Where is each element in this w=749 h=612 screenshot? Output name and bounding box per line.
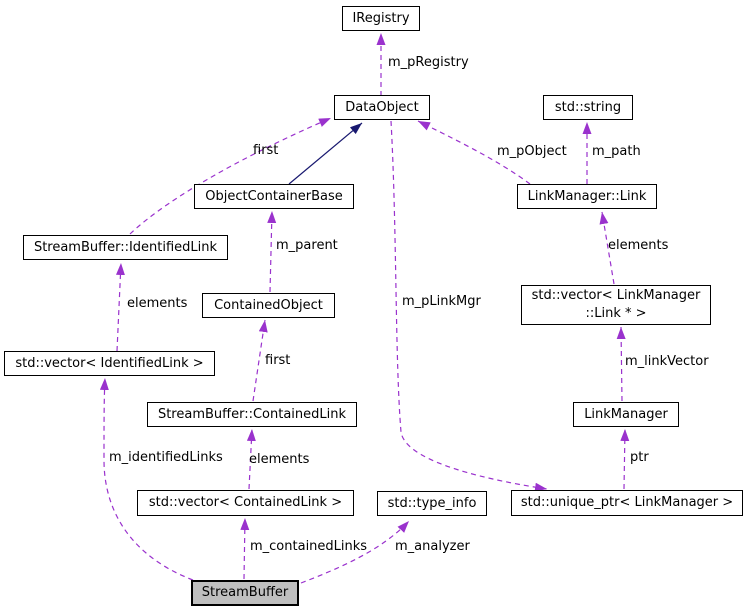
edge-label-m_linkVector: m_linkVector [625, 354, 709, 369]
edge-m_parent [267, 210, 277, 293]
edge-m_identifiedLinks [99, 377, 194, 581]
class-node-linkmanager-link[interactable]: LinkManager::Link [517, 184, 657, 209]
edge-label-m_path: m_path [592, 144, 641, 159]
edge-first-containedobject [252, 319, 268, 402]
class-node-std-type-info[interactable]: std::type_info [377, 491, 487, 516]
edge-elements-identifiedlink [115, 262, 125, 352]
edge-ptr [620, 428, 630, 490]
edge-label-elements-link: elements [608, 238, 669, 253]
edge-label-ptr: ptr [630, 450, 649, 465]
class-node-streambuffer-current: StreamBuffer [191, 580, 299, 606]
edge-m_pLinkMgr [390, 120, 548, 492]
edge-label-m_pObject: m_pObject [497, 144, 567, 159]
class-node-std-string[interactable]: std::string [543, 95, 633, 120]
edge-label-first-identifiedlink: first [253, 143, 279, 158]
edge-inheritance-objectcontainerbase-dataobject [288, 122, 363, 185]
edge-elements-containedlink [246, 428, 256, 490]
edge-m_analyzer [300, 520, 410, 584]
edge-label-m_identifiedLinks: m_identifiedLinks [109, 450, 223, 465]
edge-label-m_containedLinks: m_containedLinks [250, 539, 368, 554]
class-node-dataobject[interactable]: DataObject [334, 95, 430, 120]
edge-label-m_pLinkMgr: m_pLinkMgr [402, 294, 481, 309]
class-node-streambuffer-containedlink[interactable]: StreamBuffer::ContainedLink [147, 402, 357, 427]
class-node-streambuffer-identifiedlink[interactable]: StreamBuffer::IdentifiedLink [23, 235, 228, 260]
edge-label-m_analyzer: m_analyzer [395, 539, 470, 554]
edge-m_pObject [417, 120, 531, 185]
class-node-linkmanager[interactable]: LinkManager [573, 402, 679, 427]
edge-m_containedLinks [240, 517, 250, 580]
class-node-vector-containedlink[interactable]: std::vector< ContainedLink > [137, 490, 354, 516]
edge-label-elements-containedlink: elements [249, 452, 310, 467]
edge-label-first-containedobject: first [265, 353, 291, 368]
class-node-containedobject[interactable]: ContainedObject [202, 293, 335, 318]
edge-label-elements-identifiedlink: elements [127, 296, 188, 311]
edge-first-identifiedlink [129, 117, 332, 235]
edge-m_linkVector [616, 326, 626, 402]
class-node-unique-ptr-linkmanager[interactable]: std::unique_ptr< LinkManager > [511, 490, 743, 516]
class-node-vector-linkmanager-link[interactable]: std::vector< LinkManager ::Link * > [521, 285, 711, 325]
edge-label-m_parent: m_parent [276, 238, 338, 253]
class-node-vector-identifiedlink[interactable]: std::vector< IdentifiedLink > [4, 351, 215, 376]
edge-elements-link [599, 211, 615, 285]
class-node-objectcontainerbase[interactable]: ObjectContainerBase [194, 184, 354, 209]
edge-label-m_pRegistry: m_pRegistry [388, 55, 469, 70]
class-node-iregistry[interactable]: IRegistry [342, 6, 420, 31]
